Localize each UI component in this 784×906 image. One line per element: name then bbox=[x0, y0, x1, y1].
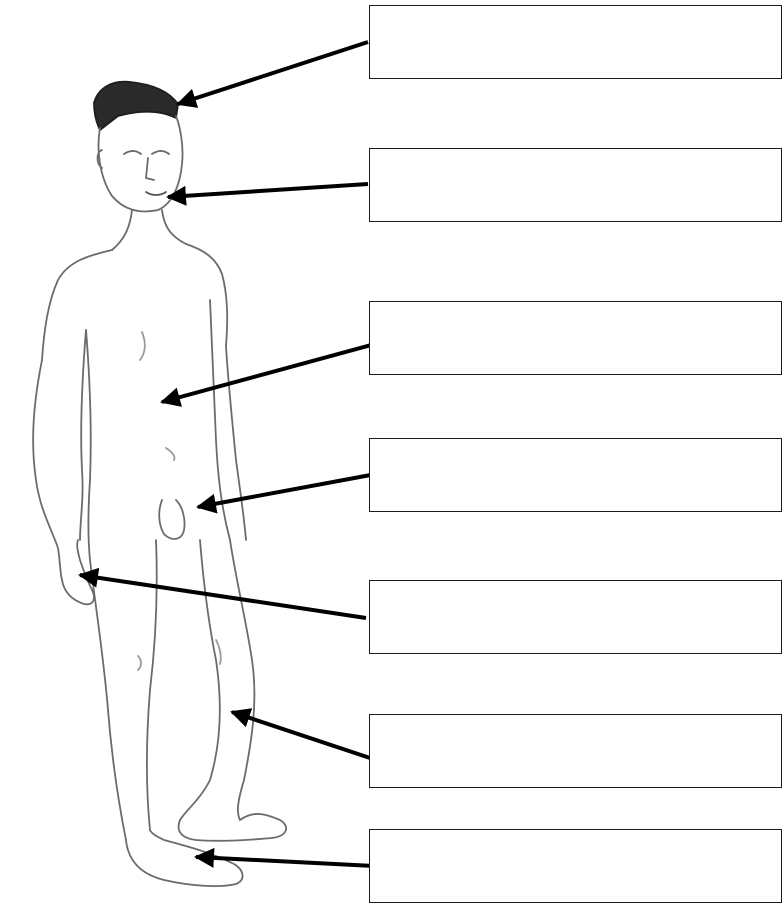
arrow-mouth bbox=[168, 184, 368, 197]
label-box-hair[interactable] bbox=[369, 5, 782, 79]
arrow-genitals bbox=[198, 474, 376, 507]
arrow-chest bbox=[162, 342, 382, 402]
arrow-foot bbox=[196, 857, 374, 866]
label-box-mouth[interactable] bbox=[369, 148, 782, 222]
label-box-hand[interactable] bbox=[369, 580, 782, 654]
arrow-hand bbox=[80, 575, 366, 618]
arrow-knee bbox=[232, 712, 370, 758]
label-box-chest[interactable] bbox=[369, 301, 782, 375]
arrow-hair bbox=[178, 42, 368, 104]
label-box-foot[interactable] bbox=[369, 829, 782, 903]
label-box-genitals[interactable] bbox=[369, 438, 782, 512]
label-box-knee[interactable] bbox=[369, 714, 782, 788]
